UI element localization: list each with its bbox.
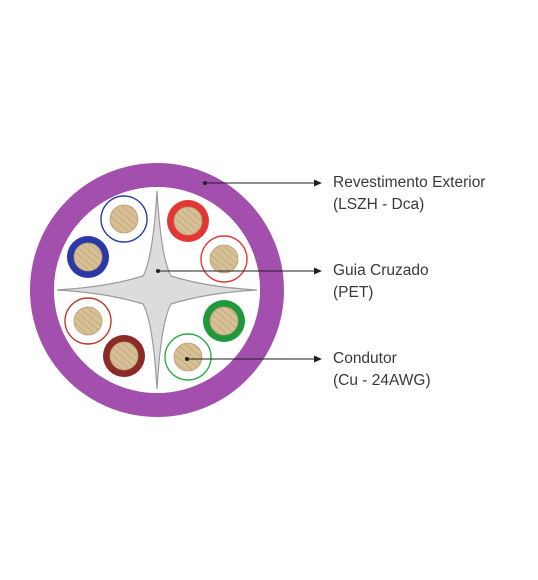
jacket-leader-dot: [203, 181, 207, 185]
separator-callout-label: Guia Cruzado (PET): [333, 260, 429, 304]
jacket-callout-line1: Revestimento Exterior: [333, 174, 486, 191]
conductor-red-white: [200, 235, 248, 283]
separator-callout-line1: Guia Cruzado: [333, 262, 429, 279]
copper-core-red-white-lower: [73, 306, 103, 336]
separator-leader-dot: [156, 269, 160, 273]
jacket-callout-line2: (LSZH - Dca): [333, 196, 425, 213]
cross-separator: [56, 190, 258, 390]
copper-core-blue: [73, 242, 103, 272]
separator-arrowhead-icon: [314, 267, 322, 275]
conductor-red-white-lower: [64, 297, 112, 345]
copper-core-green: [209, 306, 239, 336]
copper-core-green-white: [173, 342, 203, 372]
conductor-green-white: [164, 333, 212, 381]
leader-lines: [156, 179, 322, 363]
conductor-callout-line1: Condutor: [333, 350, 397, 367]
copper-core-brown: [109, 341, 139, 371]
jacket-arrowhead-icon: [314, 179, 322, 187]
conductor-red: [167, 200, 209, 242]
conductor-brown: [103, 335, 145, 377]
copper-core-red: [173, 206, 203, 236]
conductor-green: [203, 300, 245, 342]
conductor-arrowhead-icon: [314, 355, 322, 363]
conductor-blue: [67, 236, 109, 278]
jacket-callout-label: Revestimento Exterior (LSZH - Dca): [333, 172, 485, 216]
conductor-blue-white: [100, 195, 148, 243]
conductor-callout-label: Condutor (Cu - 24AWG): [333, 348, 431, 392]
outer-jacket: [30, 163, 284, 417]
conductor-leader-dot: [185, 357, 189, 361]
copper-core-red-white: [209, 244, 239, 274]
copper-core-blue-white: [109, 204, 139, 234]
conductor-callout-line2: (Cu - 24AWG): [333, 372, 431, 389]
conductor-group: [64, 195, 248, 381]
separator-callout-line2: (PET): [333, 284, 374, 301]
